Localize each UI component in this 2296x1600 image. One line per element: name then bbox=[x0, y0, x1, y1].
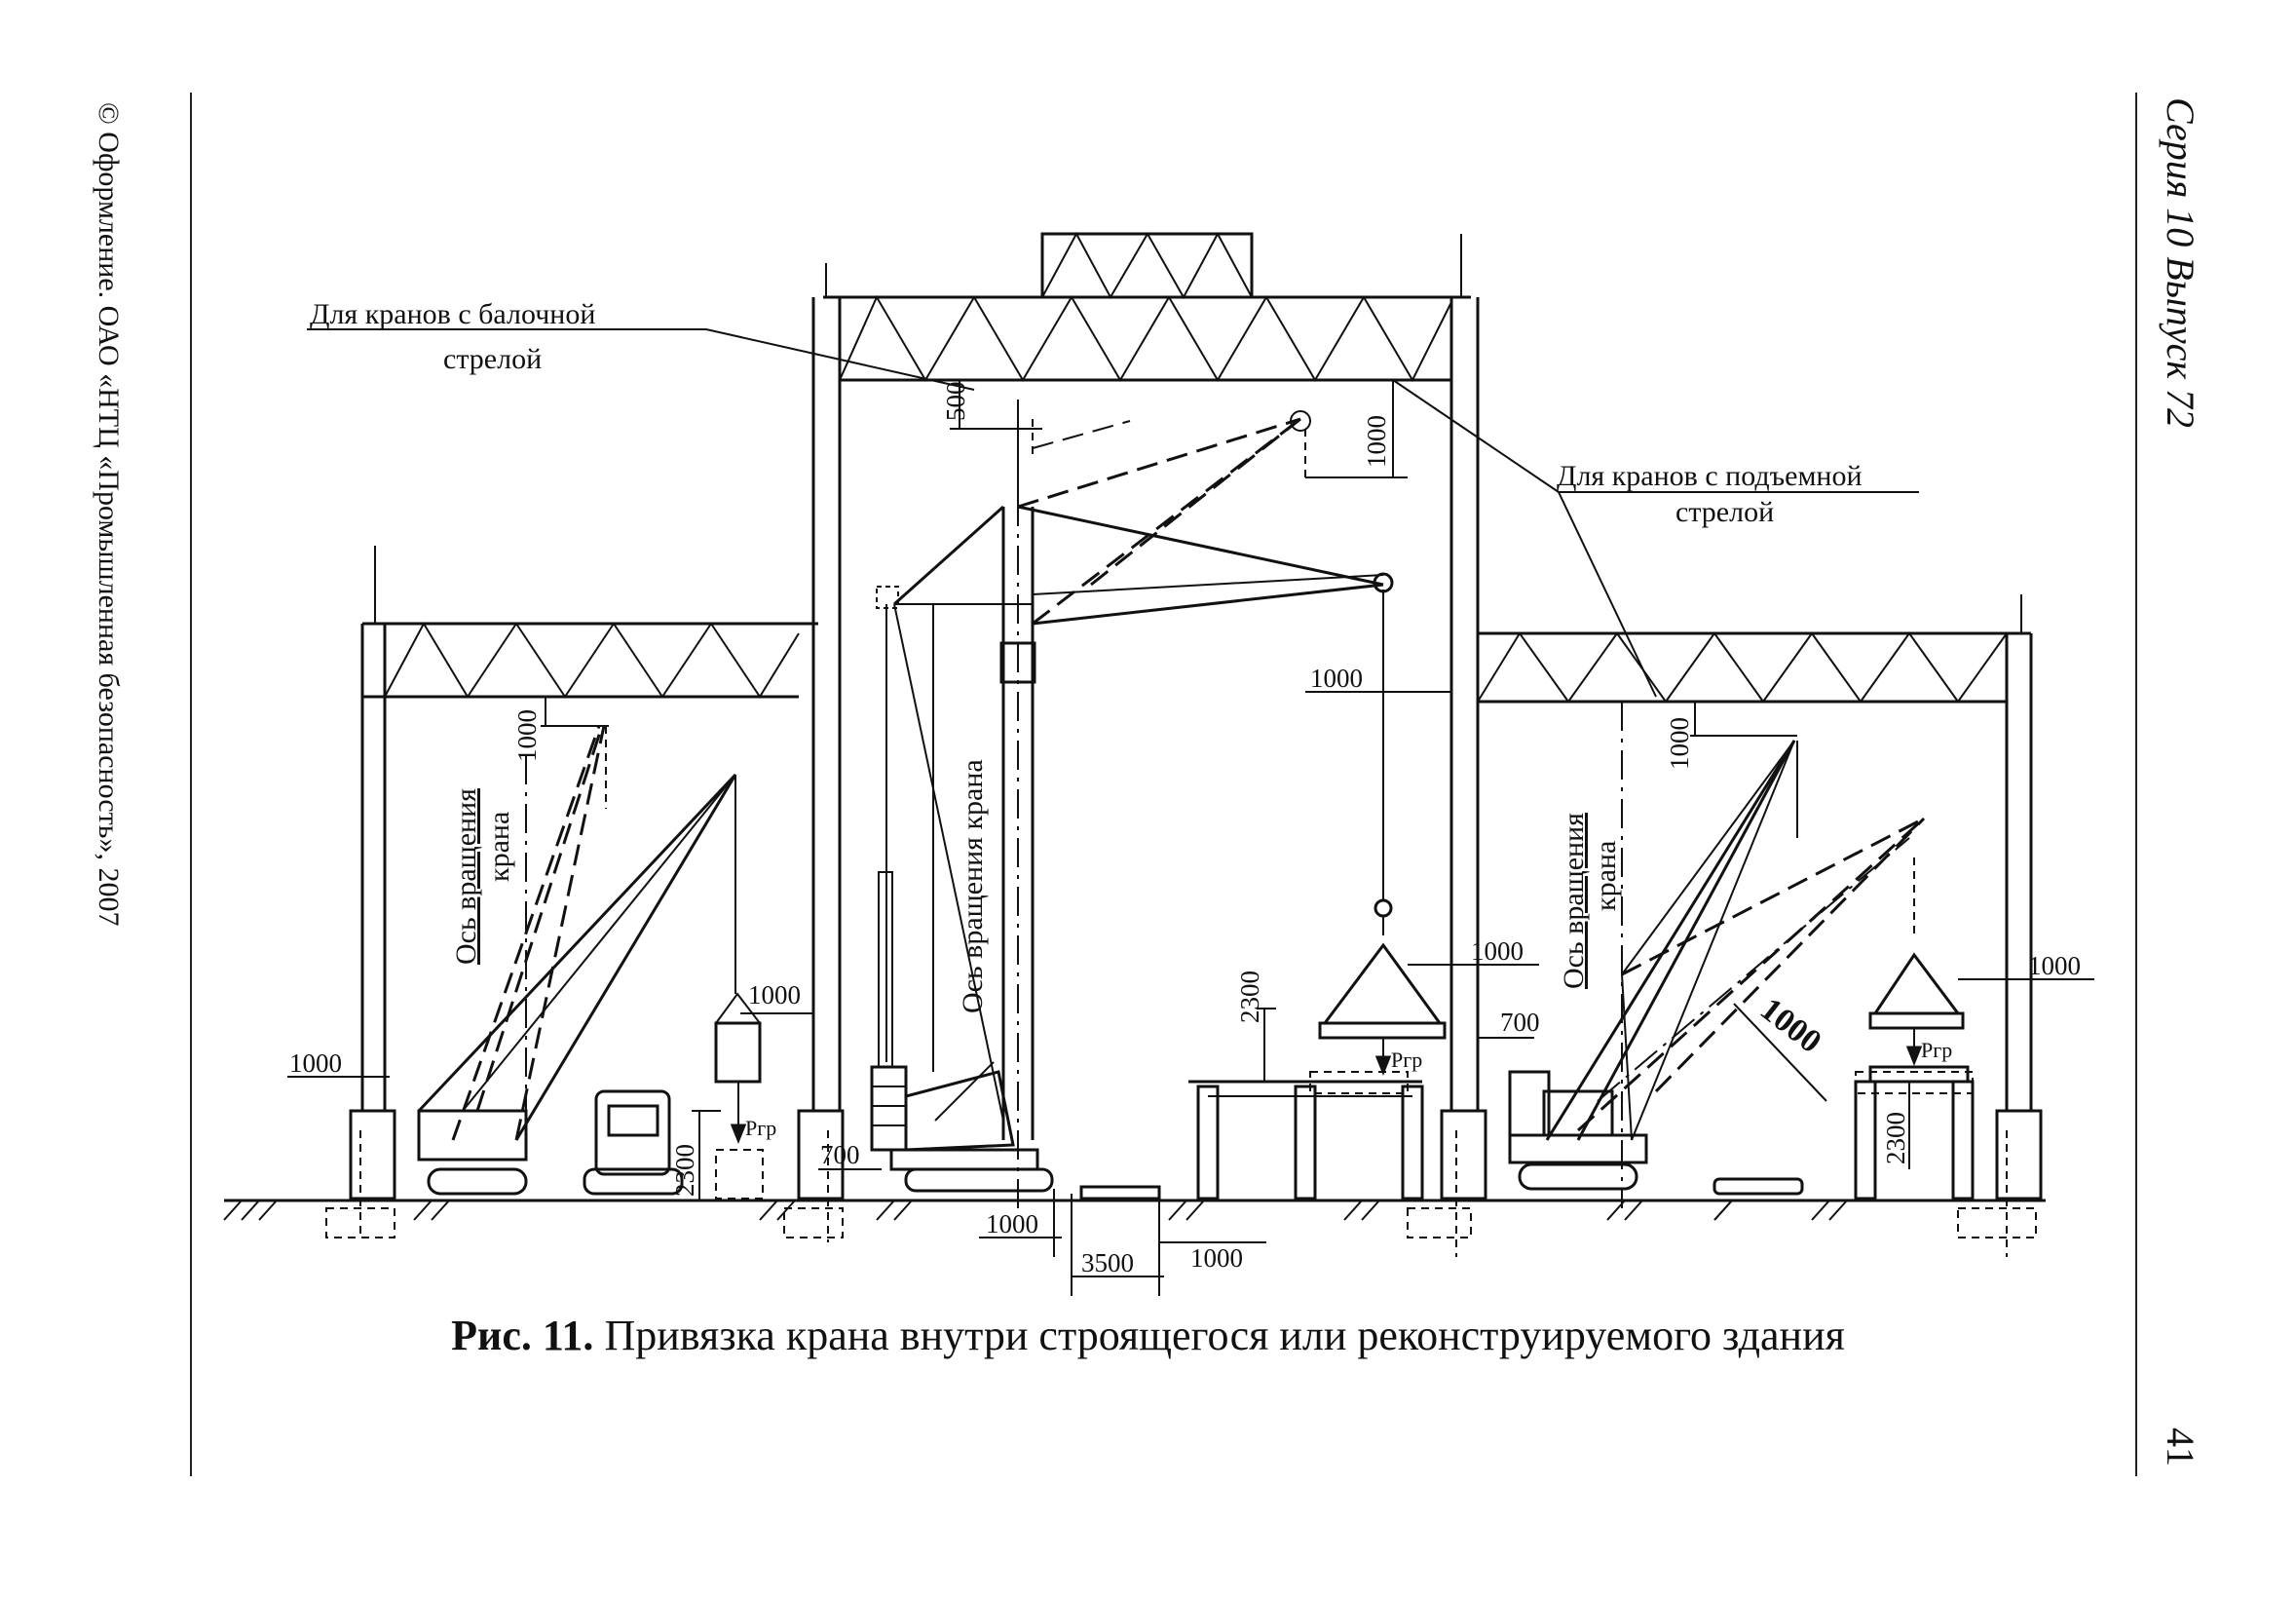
dim-2300-center: 2300 bbox=[1235, 971, 1264, 1023]
center-building-frame bbox=[783, 231, 1487, 1257]
dim-1000-left-hook: 1000 bbox=[748, 980, 801, 1010]
dim-1000-left-side: 1000 bbox=[289, 1048, 342, 1078]
dim-1000-diag: 1000 bbox=[1753, 991, 1827, 1060]
ground-line bbox=[223, 1199, 2046, 1221]
load-label-center: Ргр bbox=[1391, 1048, 1422, 1072]
dim-700-left: 700 bbox=[820, 1140, 860, 1169]
figure-caption-number: Рис. 11. bbox=[451, 1312, 594, 1359]
left-margin-rule bbox=[190, 93, 192, 1476]
figure-caption: Рис. 11. Привязка крана внутри строящего… bbox=[0, 1311, 2296, 1360]
dim-1000-right-v: 1000 bbox=[1665, 717, 1694, 770]
dim-1000-left-v: 1000 bbox=[512, 709, 542, 762]
axis-label-center: Ось вращения крана bbox=[957, 759, 989, 1013]
axis-label-left-line1: Ось вращения bbox=[450, 788, 482, 965]
right-crawler-crane bbox=[1508, 740, 1975, 1200]
dim-1000-center-load: 1000 bbox=[1471, 936, 1524, 966]
axis-label-texts: Ось вращения крана Ось вращения крана Ос… bbox=[450, 759, 1622, 1013]
right-building-frame bbox=[1477, 594, 2043, 1257]
dim-2300-right: 2300 bbox=[1881, 1112, 1910, 1164]
callout-beam-boom-line2: стрелой bbox=[443, 343, 542, 375]
callout-lift-boom-line1: Для кранов с подъемной bbox=[1557, 460, 1863, 492]
dim-500: 500 bbox=[941, 382, 970, 422]
dimension-texts: 500 1000 1000 1000 1000 1000 2300 700 10… bbox=[289, 382, 2081, 1278]
dim-1000-bottom-right: 1000 bbox=[1190, 1243, 1243, 1273]
dim-1000-far-right: 1000 bbox=[2028, 951, 2081, 980]
dimension-lines bbox=[287, 379, 2094, 1296]
left-crawler-crane bbox=[417, 725, 764, 1200]
load-label-left: Ргр bbox=[745, 1116, 776, 1140]
left-building-frame bbox=[325, 546, 818, 1238]
figure-caption-text: Привязка крана внутри строящегося или ре… bbox=[604, 1312, 1845, 1359]
dim-1000-top-right: 1000 bbox=[1362, 415, 1391, 468]
callout-leaders bbox=[307, 328, 1919, 698]
callout-texts: Для кранов с балочной стрелой Для кранов… bbox=[310, 298, 1863, 528]
dim-1000-center-h: 1000 bbox=[1310, 664, 1363, 693]
dim-2300-left: 2300 bbox=[670, 1144, 699, 1197]
axis-label-right-line2: крана bbox=[1590, 841, 1622, 911]
right-margin-rule bbox=[2135, 93, 2137, 1476]
dim-1000-bottom: 1000 bbox=[986, 1209, 1038, 1238]
load-label-texts: Ргр Ргр Ргр bbox=[745, 1038, 1952, 1140]
load-label-right: Ргр bbox=[1921, 1038, 1952, 1062]
callout-beam-boom-line1: Для кранов с балочной bbox=[310, 298, 595, 330]
callout-lift-boom-line2: стрелой bbox=[1675, 496, 1774, 528]
center-tower-crane bbox=[870, 409, 1447, 1193]
rotation-axes bbox=[1017, 400, 1623, 1208]
dim-3500: 3500 bbox=[1081, 1248, 1134, 1277]
axis-label-left-line2: крана bbox=[483, 812, 515, 882]
axis-label-right-line1: Ось вращения bbox=[1558, 813, 1590, 989]
center-platform bbox=[1079, 1071, 1424, 1200]
dim-700-right: 700 bbox=[1500, 1008, 1540, 1037]
